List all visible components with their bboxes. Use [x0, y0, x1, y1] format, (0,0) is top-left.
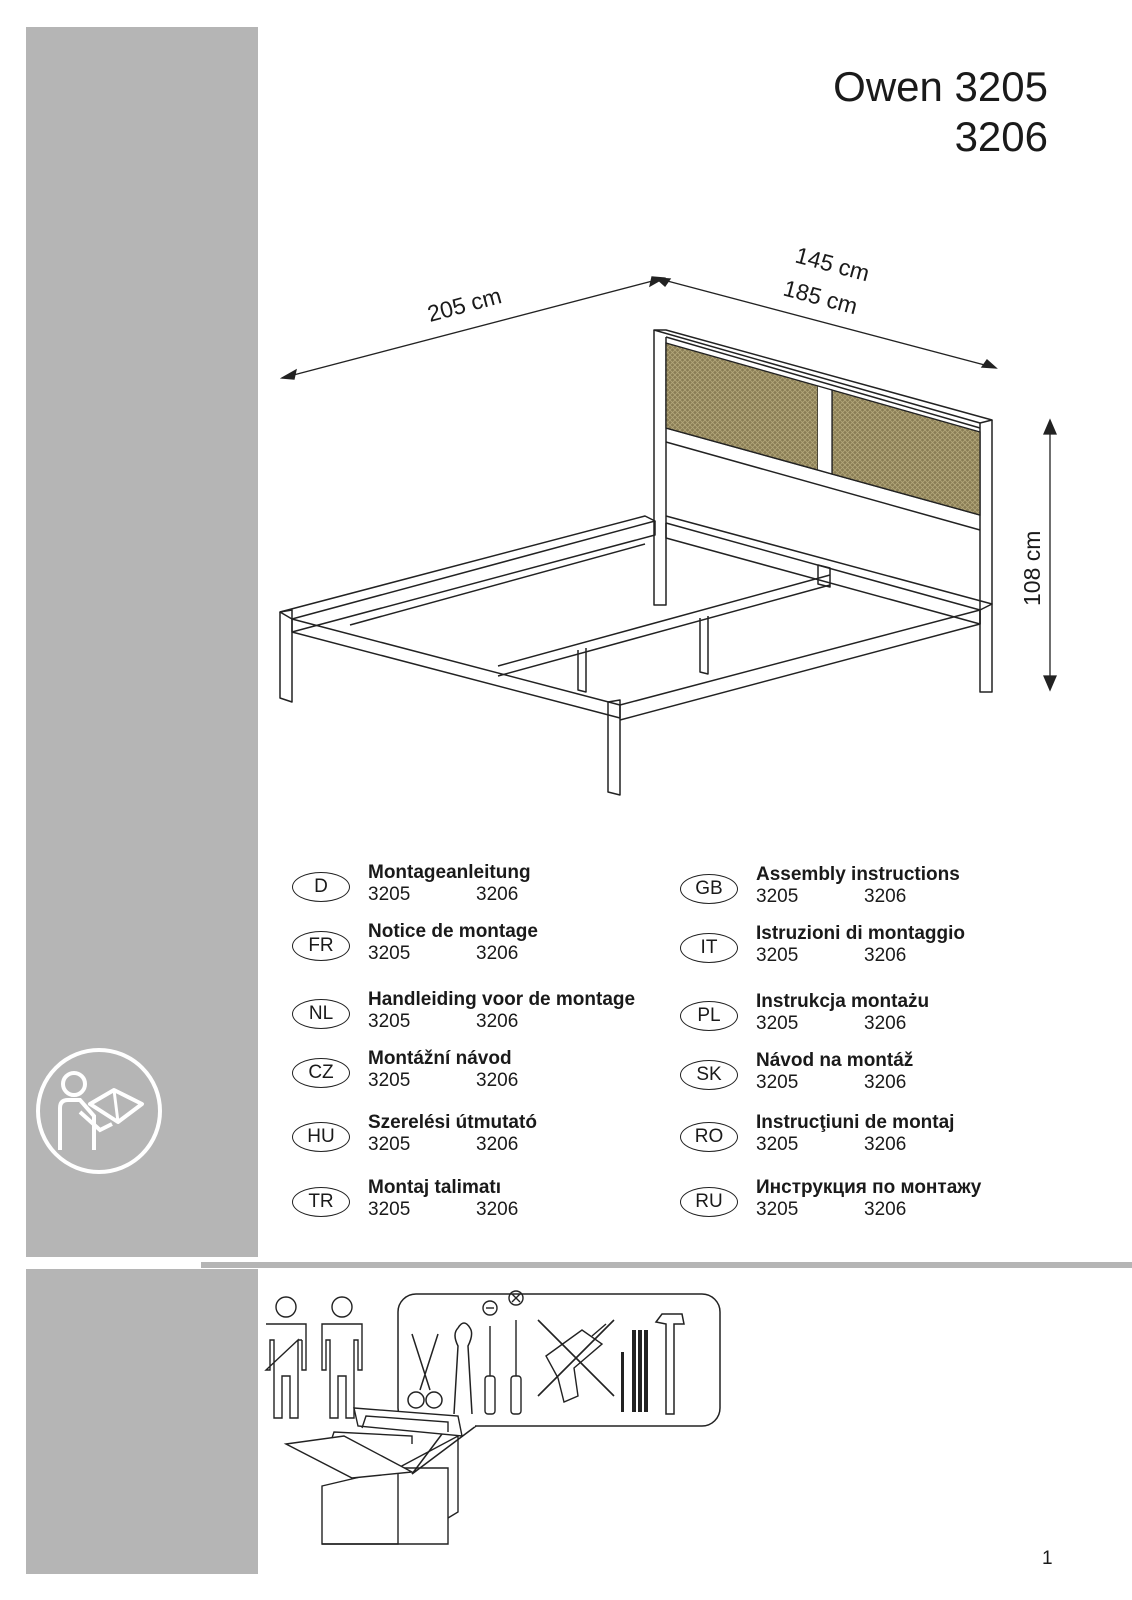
sidebar-panel-top — [26, 27, 258, 1257]
model-number: 3205 — [756, 1013, 799, 1034]
model-number: 3206 — [476, 884, 519, 905]
dim-height: 108 cm — [1019, 531, 1045, 606]
model-number: 3206 — [864, 1013, 907, 1034]
lang-badge: NL — [292, 999, 350, 1029]
model-number: 3206 — [864, 1134, 907, 1155]
model-number: 3205 — [368, 943, 411, 964]
hammer-icon — [654, 1313, 685, 1415]
lang-title: Handleiding voor de montage — [368, 989, 636, 1010]
flat-screwdriver-icon — [482, 1300, 498, 1415]
model-number: 3205 — [368, 1011, 411, 1032]
pliers-icon — [453, 1322, 473, 1415]
lang-badge: RO — [680, 1122, 738, 1152]
model-number: 3206 — [476, 1011, 519, 1032]
model-number: 3205 — [368, 1134, 411, 1155]
title-line-2: 3206 — [954, 113, 1048, 160]
divider-white — [26, 1257, 201, 1265]
model-number: 3206 — [864, 1072, 907, 1093]
pencil-icon — [621, 1352, 624, 1412]
lang-badge: TR — [292, 1187, 350, 1217]
lang-title: Montaj talimatı — [368, 1177, 502, 1198]
model-number: 3206 — [476, 1199, 519, 1220]
model-number: 3206 — [864, 886, 907, 907]
lang-badge: GB — [680, 874, 738, 904]
sidebar-panel-bottom — [26, 1269, 258, 1574]
model-number: 3206 — [476, 1134, 519, 1155]
model-number: 3206 — [864, 1199, 907, 1220]
lang-title: Инструкция по монтажу — [756, 1177, 982, 1198]
scissors-icon — [407, 1333, 443, 1409]
no-drill-icon — [537, 1319, 615, 1403]
model-number: 3205 — [756, 1199, 799, 1220]
lang-title: Návod na montáž — [756, 1050, 914, 1071]
read-manual-icon — [36, 1048, 162, 1174]
model-number: 3206 — [864, 945, 907, 966]
folding-ruler-icon — [632, 1330, 648, 1412]
model-number: 3205 — [368, 1199, 411, 1220]
page-number: 1 — [1042, 1548, 1053, 1569]
lang-badge: FR — [292, 931, 350, 961]
model-number: 3205 — [756, 1072, 799, 1093]
lang-title: Montageanleitung — [368, 862, 531, 883]
two-persons-icon — [264, 1296, 363, 1419]
model-number: 3205 — [756, 886, 799, 907]
lang-badge: RU — [680, 1187, 738, 1217]
bed-drawing: 205 cm 145 cm 185 cm 108 cm — [279, 242, 1057, 796]
title-line-1: Owen 3205 — [833, 63, 1048, 110]
lang-title: Szerelési útmutató — [368, 1112, 537, 1133]
lang-badge: IT — [680, 933, 738, 963]
lang-title: Istruzioni di montaggio — [756, 923, 965, 944]
tools-section — [264, 1290, 721, 1545]
lang-title: Montážní návod — [368, 1048, 512, 1069]
model-number: 3206 — [476, 943, 519, 964]
model-number: 3205 — [368, 884, 411, 905]
lang-badge: CZ — [292, 1058, 350, 1088]
lang-title: Notice de montage — [368, 921, 538, 942]
toolbox-icon — [283, 1407, 463, 1545]
lang-badge: SK — [680, 1060, 738, 1090]
model-number: 3206 — [476, 1070, 519, 1091]
divider-line — [201, 1262, 1132, 1268]
dim-length: 205 cm — [425, 282, 505, 327]
cane-panel-left — [665, 342, 819, 471]
model-number: 3205 — [368, 1070, 411, 1091]
lang-badge: PL — [680, 1001, 738, 1031]
product-title: Owen 3205 3206 — [833, 62, 1048, 162]
lang-title: Instrucţiuni de montaj — [756, 1112, 955, 1133]
model-number: 3205 — [756, 1134, 799, 1155]
model-number: 3205 — [756, 945, 799, 966]
lang-badge: D — [292, 872, 350, 902]
phillips-screwdriver-icon — [508, 1290, 524, 1415]
cane-panel-right — [831, 389, 981, 516]
lang-title: Instrukcja montażu — [756, 991, 930, 1012]
lang-badge: HU — [292, 1122, 350, 1152]
lang-title: Assembly instructions — [756, 864, 960, 885]
